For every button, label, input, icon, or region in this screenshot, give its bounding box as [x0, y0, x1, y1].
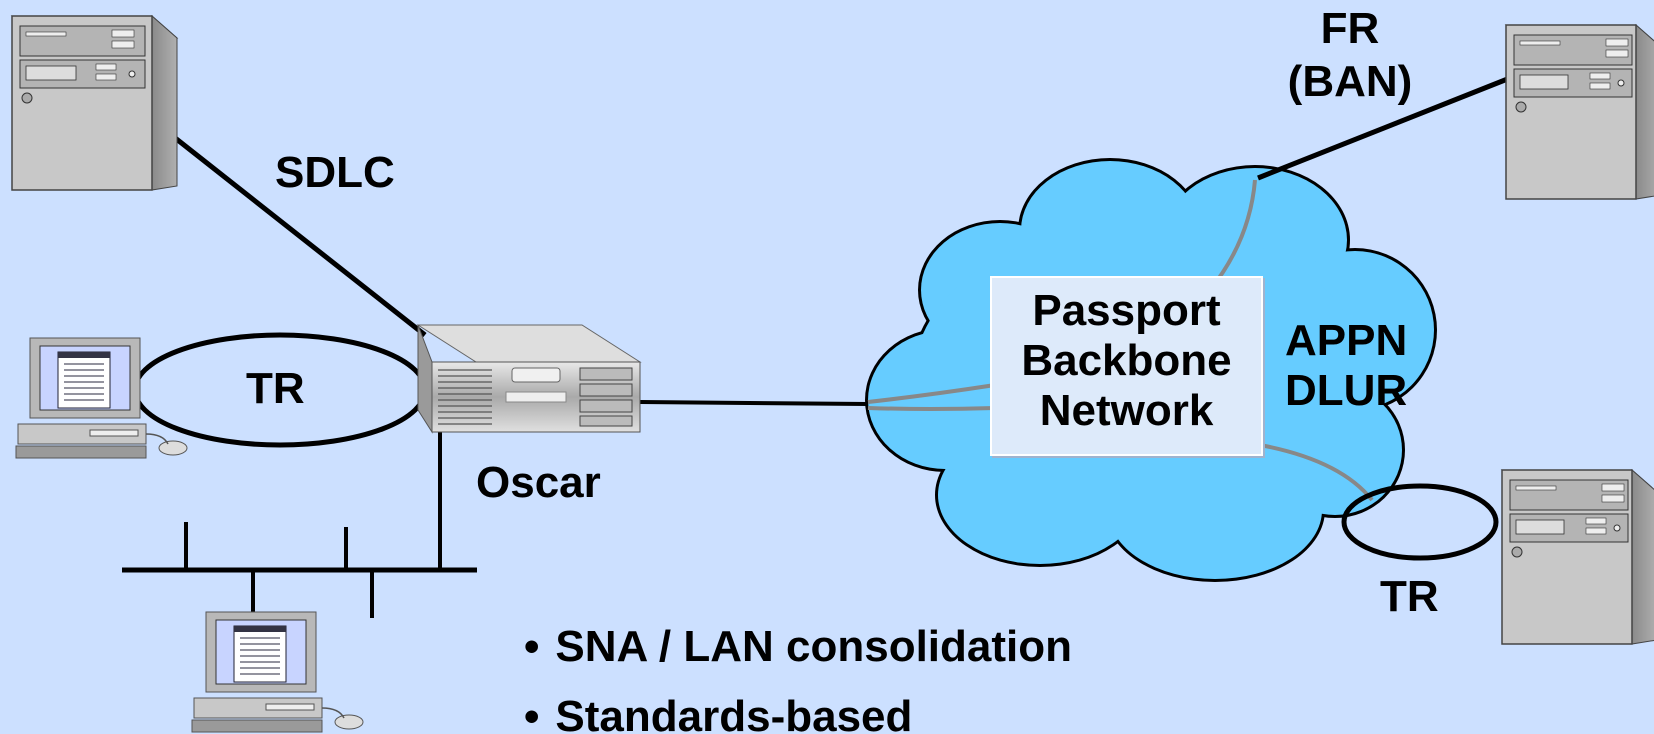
- oscar-backbone-link: [639, 400, 869, 406]
- sdlc-label: SDLC: [275, 148, 395, 197]
- fr-label: FR: [1320, 4, 1380, 53]
- tr-left-label: TR: [246, 364, 305, 413]
- server-tower-icon: [1504, 23, 1654, 200]
- server-tower-icon: [10, 14, 179, 191]
- bullet-list: SNA / LAN consolidation Standards-based: [524, 612, 1072, 734]
- passport-backbone-box: Passport Backbone Network: [990, 276, 1263, 456]
- appn-label: APPN: [1285, 316, 1408, 365]
- oscar-label: Oscar: [476, 458, 601, 507]
- desktop-computer-icon: [191, 611, 364, 733]
- router-icon: [416, 324, 642, 434]
- desktop-computer-icon: [15, 337, 188, 459]
- tr-ring-right: [1341, 483, 1499, 561]
- tr-right-label: TR: [1380, 572, 1439, 621]
- sdlc-link: [163, 128, 427, 337]
- backbone-line-1: Passport: [1032, 286, 1221, 335]
- backbone-title: Passport Backbone Network: [992, 286, 1261, 436]
- dlur-label: DLUR: [1285, 366, 1408, 415]
- fr-link: [1257, 75, 1511, 181]
- backbone-line-3: Network: [1039, 386, 1214, 435]
- server-tower-icon: [1500, 468, 1654, 645]
- bullet-item: Standards-based: [524, 682, 1072, 734]
- backbone-line-2: Backbone: [1021, 336, 1232, 385]
- ban-label: (BAN): [1287, 57, 1413, 106]
- bullet-item: SNA / LAN consolidation: [524, 612, 1072, 682]
